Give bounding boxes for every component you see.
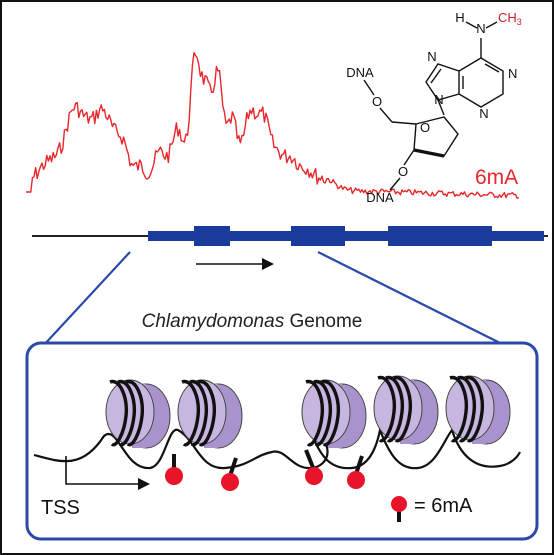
purine-n1: N [508, 66, 517, 81]
o5-dna-bond [363, 79, 375, 96]
6mA-mark-dot [347, 471, 365, 489]
dna-wrap [449, 375, 468, 443]
6mA-legend: = 6mA [391, 495, 473, 522]
dna-wrap [465, 375, 484, 443]
c5-bond [391, 121, 417, 125]
dna-wrap [313, 379, 332, 447]
nucleosome [177, 379, 243, 449]
gene-model [29, 226, 548, 361]
exon-3 [388, 226, 492, 246]
6mA-signal-trace [26, 52, 520, 200]
exon-1 [194, 226, 230, 246]
dna-thread [33, 426, 521, 470]
gene-body [148, 231, 544, 241]
dna-wrap [305, 379, 324, 447]
6mA-marks [165, 449, 365, 491]
dna-wrap [117, 379, 136, 447]
nucleosome [301, 379, 367, 449]
n6-atom: N [476, 21, 485, 36]
dna-wrap [125, 379, 144, 447]
signal-track [26, 52, 520, 200]
dna-wrap [197, 379, 216, 447]
c5-o-bond [379, 107, 393, 123]
c3-o-bond [403, 149, 415, 166]
purine-n9: N [434, 92, 443, 107]
dna-wrap [393, 375, 412, 443]
6mA-mark-dot [305, 467, 323, 485]
dna-wrap [189, 379, 208, 447]
dna-5prime-label: DNA [346, 65, 374, 80]
6mA-atom-labels: N H CH3 N N N N O O O DNA DNA [346, 10, 522, 205]
dna-wrap [385, 375, 404, 443]
tss-arrow-line [65, 456, 140, 485]
6mA-label: 6mA [475, 166, 518, 189]
dna-wrap [321, 379, 340, 447]
double-bond-c [430, 68, 442, 84]
n-h-bond [465, 21, 478, 29]
transcription-arrowhead [262, 258, 274, 270]
dna-wrap [181, 379, 200, 447]
6mA-mark-dot [165, 467, 183, 485]
legend-label: = 6mA [414, 495, 473, 517]
exon-2 [291, 226, 345, 246]
6mA-mark-stem [228, 457, 238, 477]
legend-mark-dot [391, 496, 407, 512]
nucleosome [105, 379, 171, 449]
6mA-mark-dot [221, 473, 239, 491]
ring-oxygen: O [420, 120, 430, 135]
purine-n3: N [479, 106, 488, 121]
o3-atom: O [398, 164, 408, 179]
dna-wrap [377, 375, 396, 443]
genome-label-species: Chlamydomonas [142, 311, 285, 332]
genome-label: Chlamydomonas Genome [142, 311, 363, 332]
dna-wrap [457, 375, 476, 443]
o5-atom: O [372, 94, 382, 109]
glycosidic-bond [437, 99, 445, 116]
sugar-bold-edge [413, 148, 445, 158]
genome-label-suffix: Genome [284, 311, 362, 332]
dna-3prime-label: DNA [366, 190, 394, 205]
6mA-mark-stem [304, 449, 316, 471]
tss-label: TSS [41, 497, 80, 519]
purine-n7: N [427, 49, 436, 64]
o3-dna-bond [389, 177, 401, 191]
imidazole-ring [425, 63, 460, 101]
h-atom: H [455, 10, 464, 25]
n-ch3-bond [485, 21, 498, 29]
tss-arrowhead [138, 478, 150, 490]
6mA-molecule [363, 21, 504, 191]
nucleosome-array [105, 375, 511, 449]
dna-wrap [109, 379, 128, 447]
nucleosome [445, 375, 511, 445]
nucleosome [373, 375, 439, 445]
6mA-mark-stem [354, 455, 364, 475]
zoom-line-right [317, 251, 531, 359]
methyl-group: CH3 [498, 10, 522, 27]
double-bond-a [484, 63, 500, 73]
